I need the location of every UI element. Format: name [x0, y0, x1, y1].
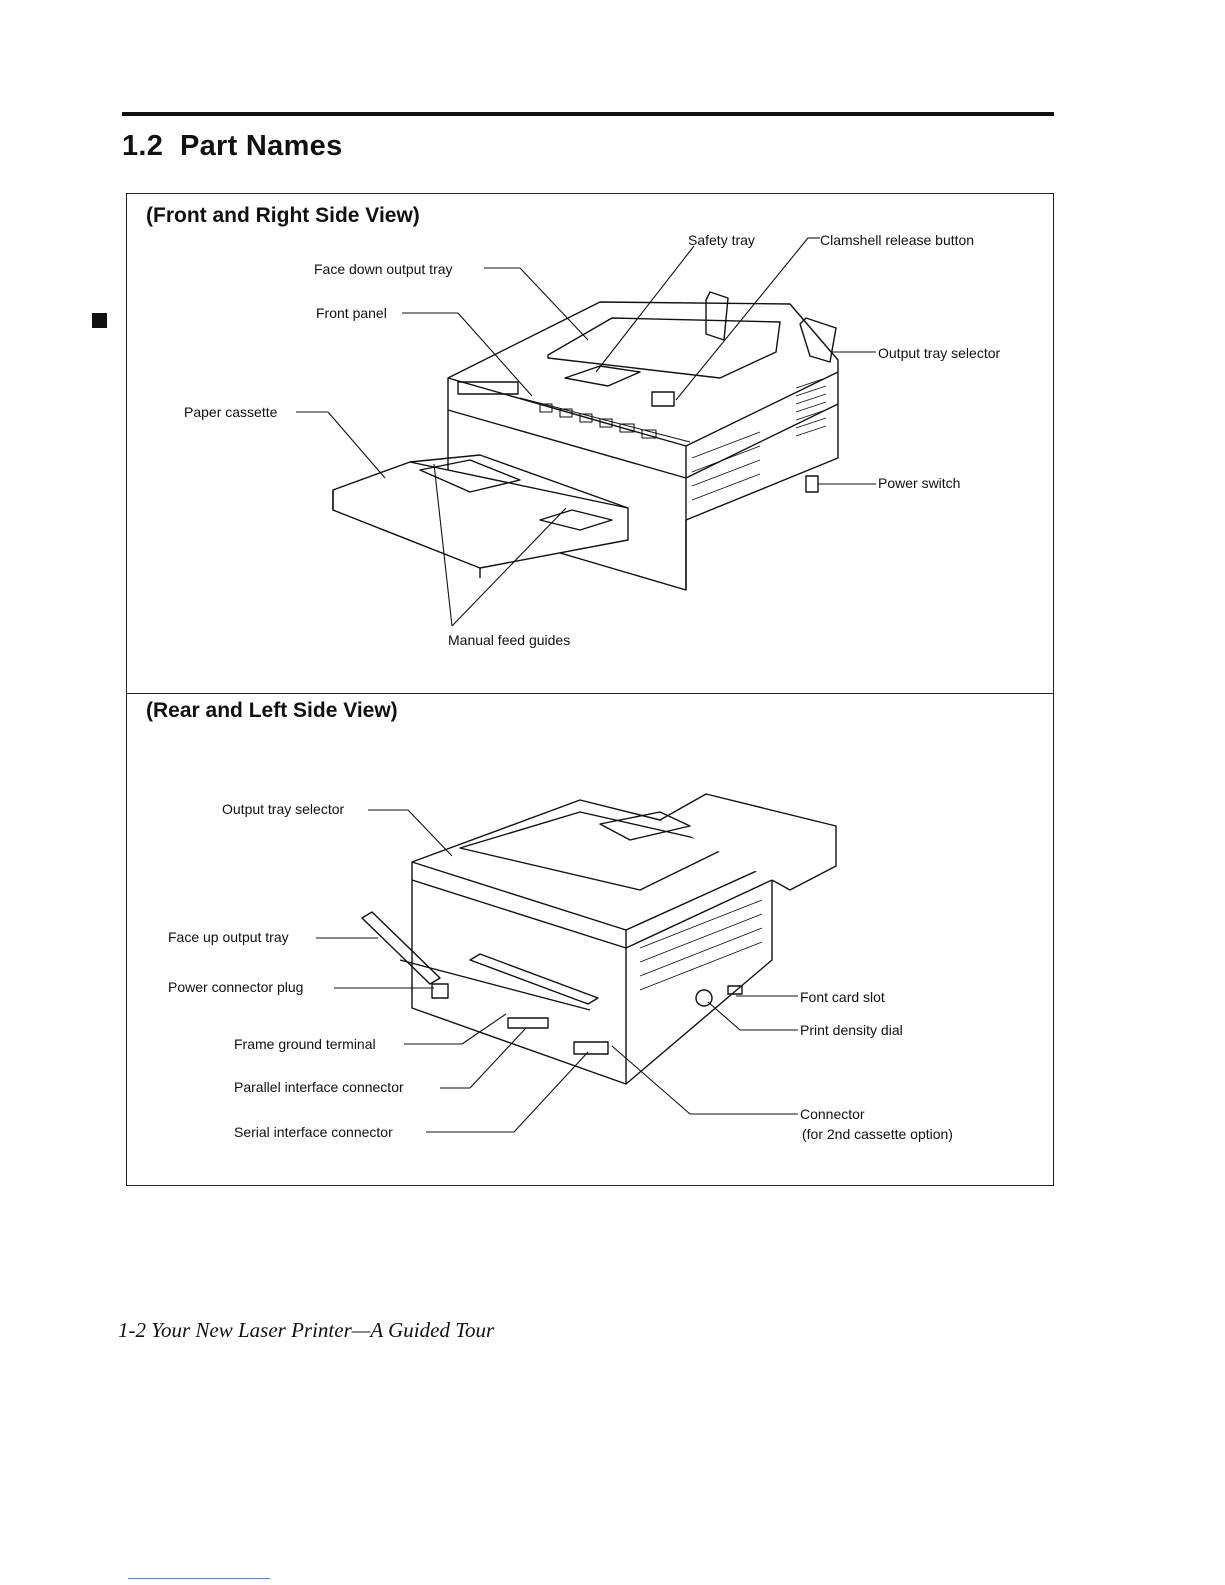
label-font-card-slot: Font card slot	[800, 989, 885, 1005]
section-number: 1.2	[122, 130, 164, 162]
label-power-switch: Power switch	[878, 475, 961, 491]
panel-divider	[126, 693, 1054, 694]
label-power-connector-plug: Power connector plug	[168, 979, 304, 995]
leader-lines	[296, 237, 876, 1133]
label-clamshell-release-button: Clamshell release button	[820, 232, 975, 248]
label-frame-ground-terminal: Frame ground terminal	[234, 1036, 376, 1052]
label-parallel-interface-connector: Parallel interface connector	[234, 1079, 404, 1095]
front-printer-drawing	[332, 291, 839, 591]
section-title: 1.2 Part Names	[122, 130, 343, 163]
figure-frame	[126, 193, 1054, 1186]
label-serial-interface-connector: Serial interface connector	[234, 1124, 393, 1140]
label-output-tray-selector-rear: Output tray selector	[222, 801, 345, 817]
bottom-link-underline	[128, 1578, 270, 1579]
label-connector: Connector	[800, 1106, 865, 1122]
label-print-density-dial: Print density dial	[800, 1022, 903, 1038]
rear-printer-drawing	[361, 793, 837, 1085]
label-paper-cassette: Paper cassette	[184, 404, 278, 420]
label-connector-note: (for 2nd cassette option)	[802, 1126, 953, 1142]
rear-view-heading: (Rear and Left Side View)	[146, 699, 398, 722]
front-view-heading: (Front and Right Side View)	[146, 204, 420, 227]
label-output-tray-selector-front: Output tray selector	[878, 345, 1001, 361]
label-front-panel: Front panel	[316, 305, 387, 321]
label-face-up-output-tray: Face up output tray	[168, 929, 289, 945]
section-title-text: Part Names	[179, 130, 343, 162]
label-face-down-output-tray: Face down output tray	[314, 261, 453, 277]
margin-marker	[92, 313, 107, 328]
label-safety-tray: Safety tray	[688, 232, 755, 248]
label-manual-feed-guides: Manual feed guides	[448, 632, 571, 648]
page-footer: 1-2 Your New Laser Printer—A Guided Tour	[118, 1318, 495, 1342]
top-rule	[122, 112, 1054, 116]
